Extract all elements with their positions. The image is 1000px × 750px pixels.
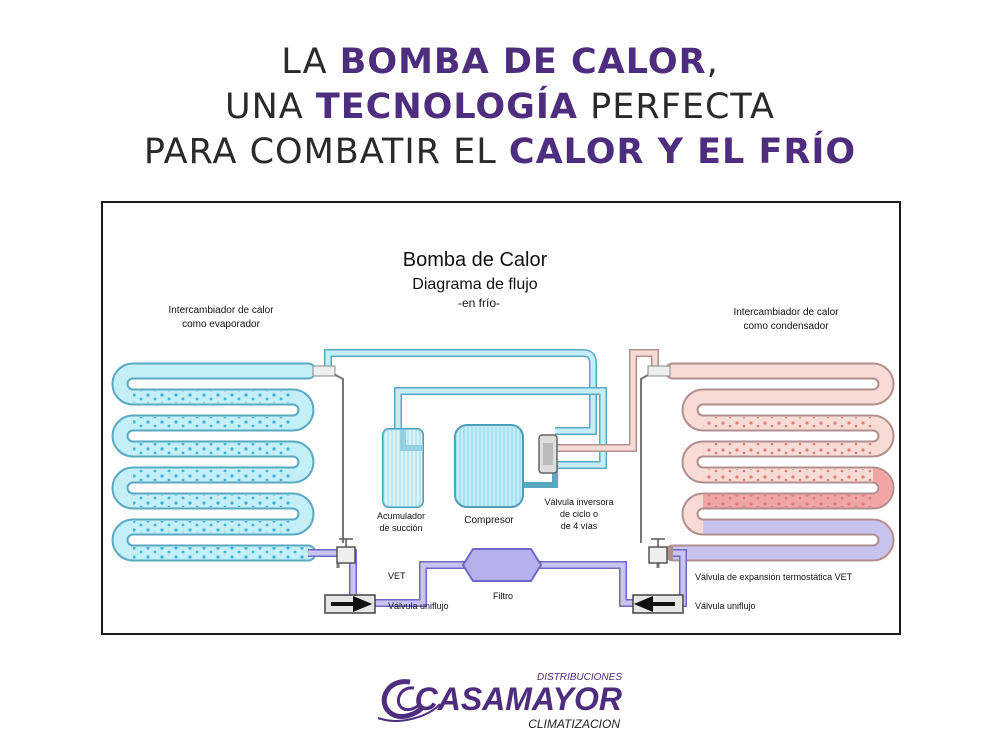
check-valve-right-label: Válvula uniflujo — [695, 601, 756, 611]
casamayor-logo: DISTRIBUCIONES CASAMAYOR CLIMATIZACION — [370, 668, 630, 734]
check-valve-left — [324, 594, 376, 614]
compressor — [454, 424, 524, 508]
diagram-mode: -en frío- — [458, 296, 500, 310]
coil-header-right — [647, 365, 671, 377]
right-exchanger-label-1: Intercambiador de calor — [733, 307, 839, 318]
check-valve-left-label: Válvula uniflujo — [388, 601, 449, 611]
logo-name-text: CASAMAYOR — [415, 681, 622, 717]
vet-left-label: VET — [388, 571, 406, 581]
coil-header-left — [312, 365, 336, 377]
headline-text: PERFECTA — [578, 87, 775, 127]
headline-text: LA — [281, 42, 340, 82]
headline-emphasis: CALOR Y EL FRÍO — [508, 132, 857, 172]
headline-emphasis: BOMBA DE CALOR — [339, 42, 707, 82]
logo-top-text: DISTRIBUCIONES — [537, 672, 622, 683]
diagram-title: Bomba de Calor — [403, 249, 548, 271]
diagram-subtitle: Diagrama de flujo — [412, 276, 538, 293]
filter-label: Filtro — [493, 591, 513, 601]
condenser-coil — [664, 362, 895, 562]
expansion-valve-right — [640, 370, 668, 564]
reversing-valve-label-2: de ciclo o — [560, 509, 598, 519]
headline-text: , — [706, 42, 719, 82]
reversing-valve-label-1: Válvula inversora — [544, 497, 613, 507]
right-exchanger-label-2: como condensador — [743, 321, 829, 332]
evaporator-coil — [111, 362, 317, 562]
headline-emphasis: TECNOLOGÍA — [315, 87, 579, 127]
logo-mark: DISTRIBUCIONES CASAMAYOR CLIMATIZACION — [377, 672, 622, 731]
headline-line-3: PARA COMBATIR EL CALOR Y EL FRÍO — [0, 130, 1000, 175]
expansion-valve-left — [327, 370, 356, 564]
accumulator-label-1: Acumulador — [377, 511, 425, 521]
reversing-valve-label-3: de 4 vías — [561, 521, 598, 531]
logo-bottom-text: CLIMATIZACION — [528, 717, 620, 731]
headline-text: UNA — [224, 87, 316, 127]
left-exchanger-label-2: como evaporador — [182, 319, 260, 330]
suction-accumulator — [382, 428, 424, 508]
headline-line-2: UNA TECNOLOGÍA PERFECTA — [0, 85, 1000, 130]
heat-pump-diagram: Bomba de Calor Diagrama de flujo -en frí… — [101, 201, 901, 635]
accumulator-label-2: de succión — [379, 523, 422, 533]
left-exchanger-label-1: Intercambiador de calor — [168, 305, 274, 316]
headline-text: PARA COMBATIR EL — [143, 132, 509, 172]
vet-right-label: Válvula de expansión termostática VET — [695, 572, 853, 582]
compressor-label: Compresor — [464, 515, 514, 526]
headline: LA BOMBA DE CALOR, UNA TECNOLOGÍA PERFEC… — [0, 40, 1000, 175]
headline-line-1: LA BOMBA DE CALOR, — [0, 40, 1000, 85]
diagram-canvas: Bomba de Calor Diagrama de flujo -en frí… — [111, 249, 895, 614]
reversing-valve — [538, 434, 558, 474]
filter — [461, 548, 543, 582]
check-valve-right — [632, 594, 684, 614]
